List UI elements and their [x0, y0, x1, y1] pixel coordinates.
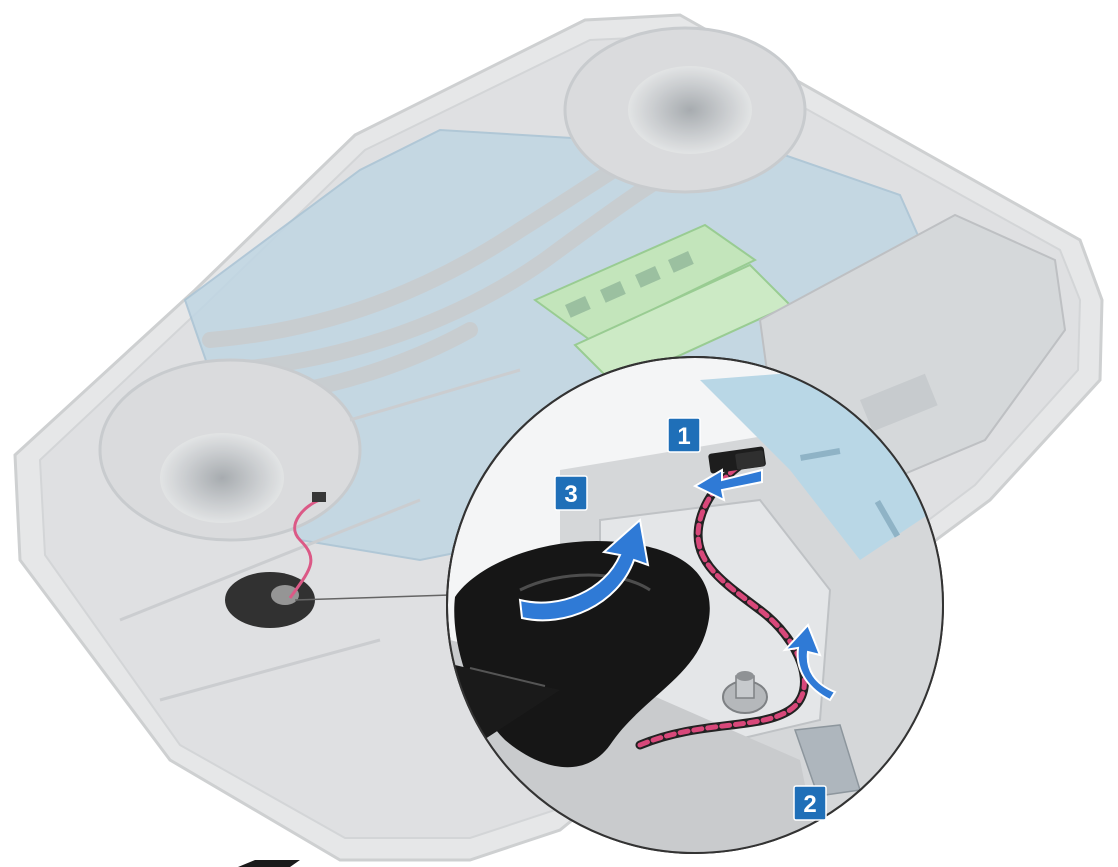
- callout-2-number: 2: [803, 791, 816, 818]
- memory-chips: [565, 251, 694, 318]
- zoom-board-text-1: [799, 448, 841, 461]
- arrows: [518, 468, 837, 702]
- callout-3-number: 3: [564, 481, 577, 508]
- curved-arrow-icon: [518, 518, 650, 622]
- fan-bottom-left: [98, 358, 362, 542]
- coin-cell-connector-small: [312, 492, 326, 502]
- coin-cell-cable-connector: [708, 446, 766, 474]
- zoom-circle-border: [446, 356, 944, 854]
- curved-arrow-icon: [782, 623, 837, 702]
- zoom-leader-line: [294, 594, 451, 601]
- plastic-scribe-edge: [469, 667, 546, 687]
- straight-arrow-icon: [692, 468, 763, 502]
- coin-cell-highlight: [519, 573, 651, 592]
- coin-cell-battery-small: [225, 492, 326, 628]
- plastic-scribe-handle: [238, 860, 300, 867]
- callout-1-number: 1: [677, 423, 690, 450]
- zoom-board-text-2: [874, 499, 900, 538]
- callout-3: 3: [554, 475, 588, 511]
- callout-1: 1: [667, 417, 701, 453]
- coin-cell-cable-small: [288, 498, 321, 599]
- plastic-scribe: [447, 665, 560, 853]
- screw: [722, 671, 768, 714]
- coin-cell-cable: [635, 460, 809, 750]
- palmrest-details: [119, 368, 521, 702]
- fan-top-right: [563, 26, 807, 194]
- battery-label: [860, 373, 938, 432]
- callout-2: 2: [793, 785, 827, 821]
